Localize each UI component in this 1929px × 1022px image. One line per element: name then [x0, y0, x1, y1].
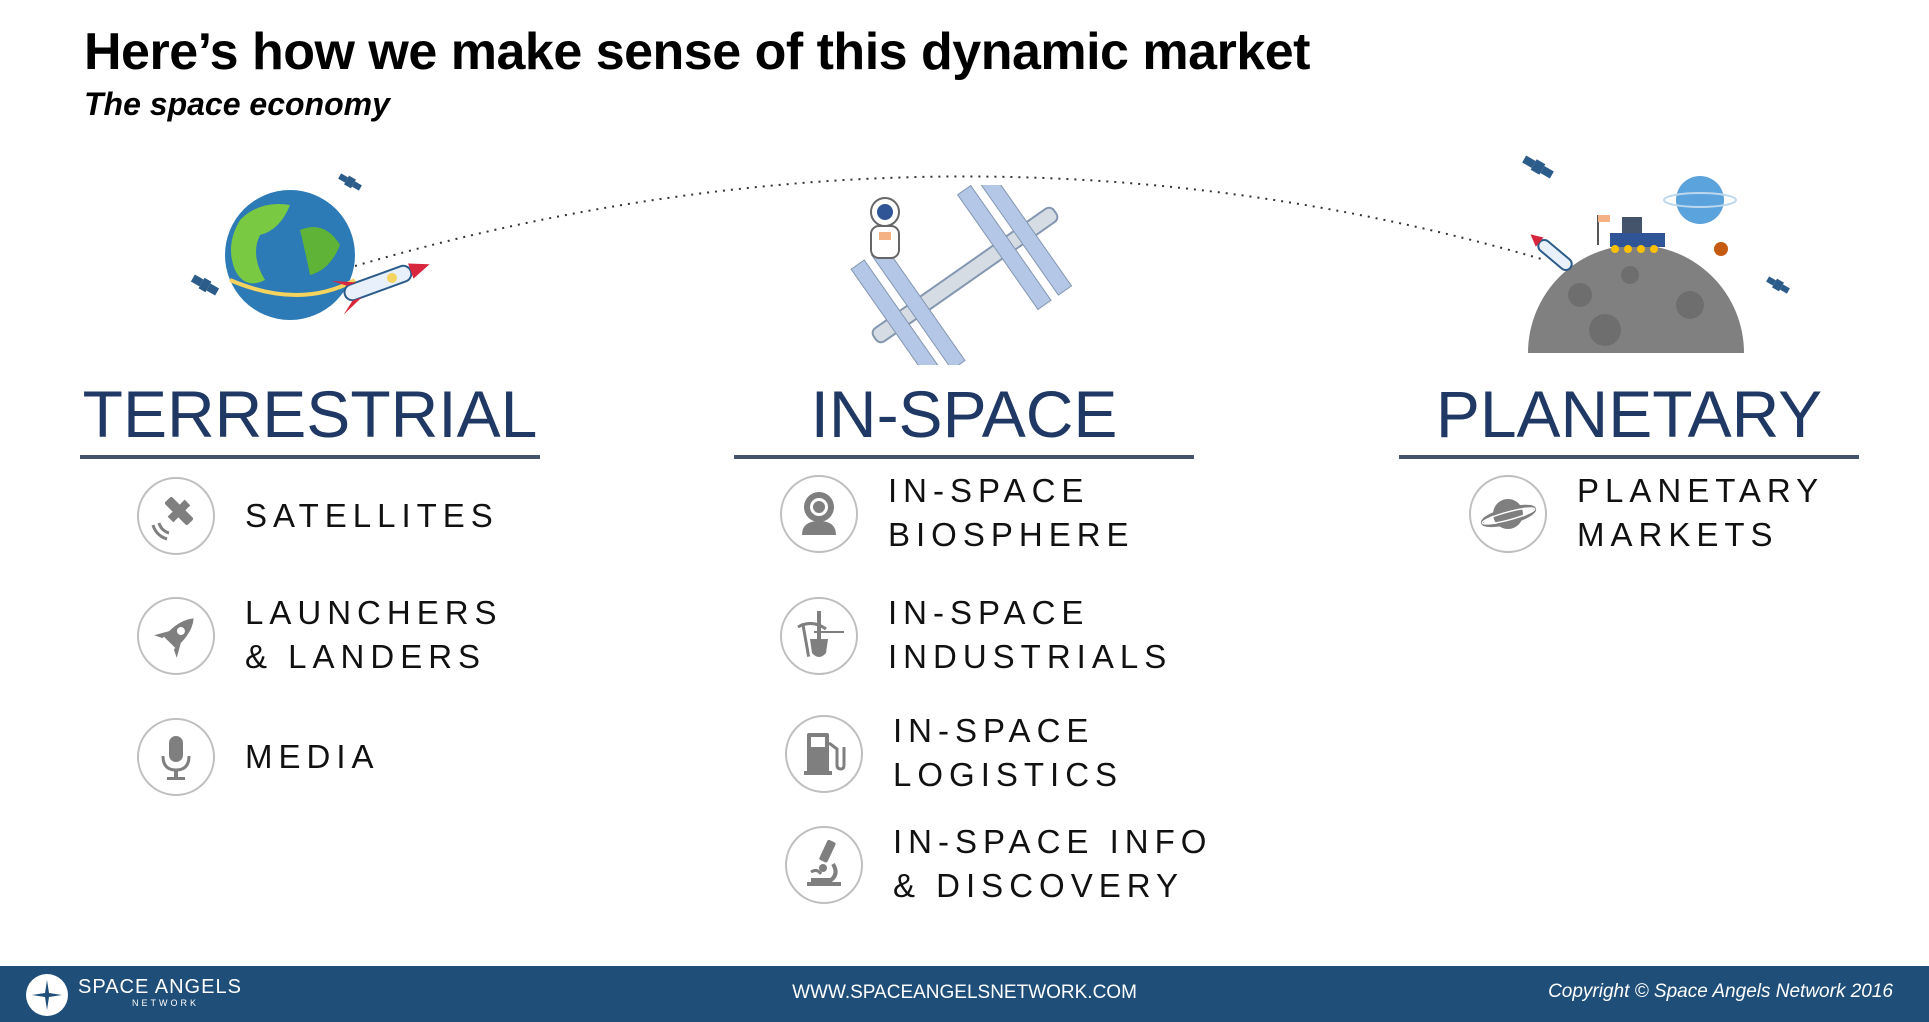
footer-copyright: Copyright © Space Angels Network 2016: [1548, 981, 1893, 1002]
divider-planetary: [1399, 455, 1859, 459]
footer-bar: SPACE ANGELS NETWORK WWW.SPACEANGELSNETW…: [0, 966, 1929, 1022]
satellite-icon: [137, 477, 215, 555]
category-label-line2: & LANDERS: [245, 638, 487, 675]
category-label: SATELLITES: [245, 497, 499, 534]
heading-terrestrial: TERRESTRIAL: [82, 377, 538, 451]
earth-illustration: [190, 173, 430, 320]
heading-in-space: IN-SPACE: [810, 377, 1118, 451]
fuel-pump-icon: [785, 715, 863, 793]
planet-icon: [1469, 475, 1547, 553]
rocket-icon: [137, 597, 215, 675]
space-station-illustration: [850, 185, 1073, 365]
category-label-line2: & DISCOVERY: [893, 867, 1184, 904]
moon-illustration: [1522, 155, 1790, 353]
space-angels-logo-icon: [26, 974, 68, 1016]
microscope-icon: [785, 826, 863, 904]
category-label-line1: IN-SPACE: [888, 472, 1090, 509]
category-label-line2: BIOSPHERE: [888, 516, 1135, 553]
astronaut-icon: [780, 475, 858, 553]
footer-url[interactable]: WWW.SPACEANGELSNETWORK.COM: [792, 982, 1137, 1003]
category-label-line2: LOGISTICS: [893, 756, 1124, 793]
category-label-line1: PLANETARY: [1577, 472, 1825, 509]
heading-planetary: PLANETARY: [1435, 377, 1823, 451]
category-label-line1: LAUNCHERS: [245, 594, 503, 631]
slide-title: Here’s how we make sense of this dynamic…: [84, 23, 1310, 81]
divider-terrestrial: [80, 455, 540, 459]
footer-brand: SPACE ANGELS: [78, 976, 242, 998]
category-label-line1: IN-SPACE: [888, 594, 1090, 631]
category-label-line1: IN-SPACE: [893, 712, 1095, 749]
microphone-icon: [137, 718, 215, 796]
pickaxe-shovel-icon: [780, 597, 858, 675]
category-label-line2: MARKETS: [1577, 516, 1779, 553]
category-label-line2: INDUSTRIALS: [888, 638, 1173, 675]
divider-in-space: [734, 455, 1194, 459]
category-label: MEDIA: [245, 738, 380, 775]
trajectory-arc: [354, 175, 1546, 267]
footer-brand-sub: NETWORK: [132, 998, 199, 1008]
slide-subtitle: The space economy: [84, 86, 390, 122]
category-label-line1: IN-SPACE INFO: [893, 823, 1213, 860]
